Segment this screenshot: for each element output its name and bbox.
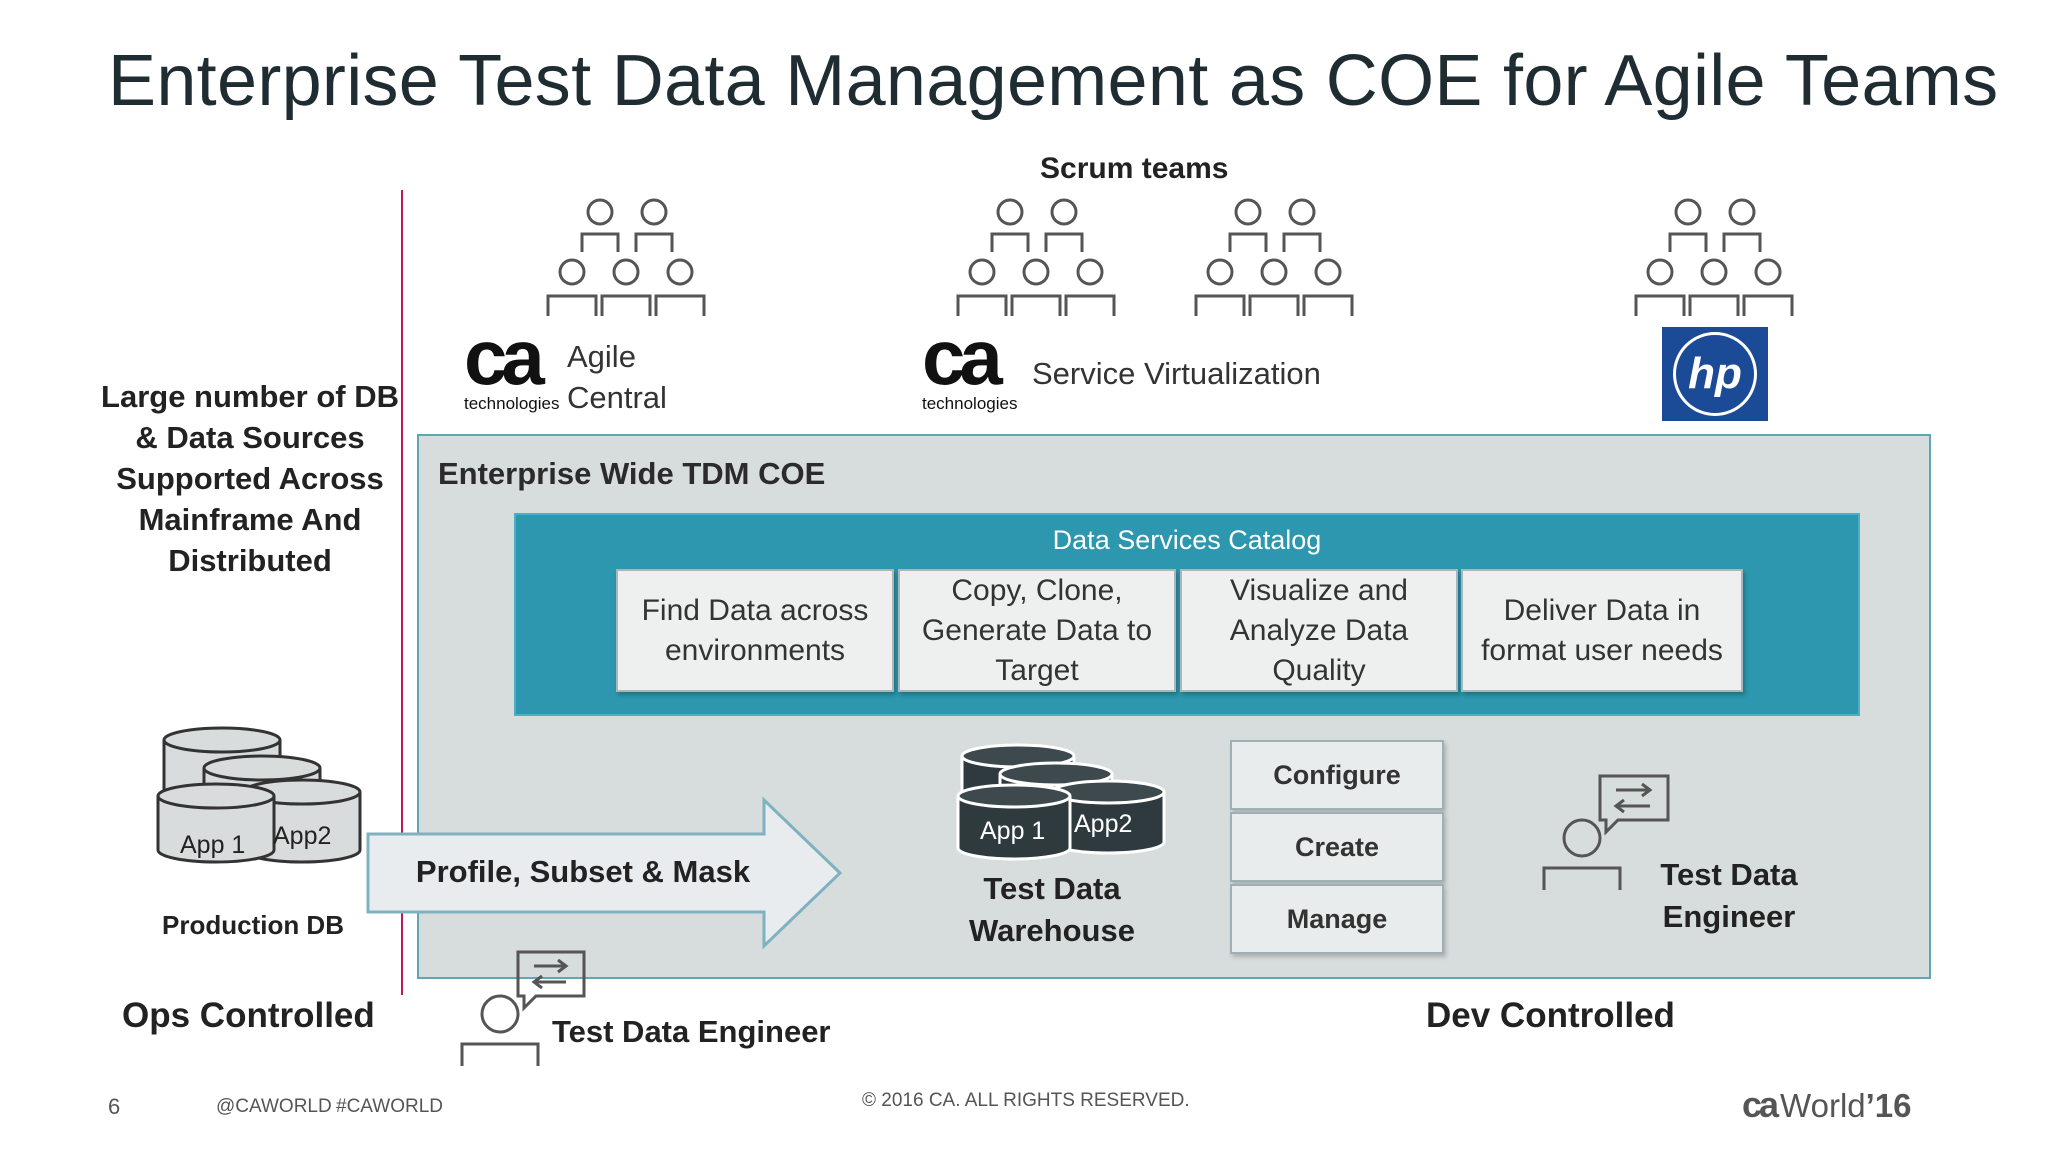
database-icon <box>956 743 1166 861</box>
engineer-icon <box>460 950 586 1066</box>
prod-db-app2: App2 <box>273 822 332 850</box>
ops-controlled-label: Ops Controlled <box>122 996 375 1035</box>
warehouse-label-line1: Test Data <box>983 871 1121 906</box>
engineer-right-line2: Engineer <box>1662 899 1796 934</box>
database-icon <box>156 726 362 864</box>
hp-logo: hp <box>1662 327 1768 421</box>
ca-logo-mark: ca <box>922 313 1003 401</box>
test-data-warehouse-label: Test Data Warehouse <box>932 868 1172 952</box>
slide-title: Enterprise Test Data Management as COE f… <box>108 41 1999 121</box>
footer-hashtag: #CAWORLD <box>336 1096 443 1117</box>
service-copy-clone: Copy, Clone, Generate Data to Target <box>898 569 1176 692</box>
ops-dev-divider <box>401 190 403 995</box>
warehouse-app2: App2 <box>1074 810 1133 838</box>
team-icon <box>1194 198 1354 316</box>
ca-logo-mark: ca <box>464 313 545 401</box>
caworld-ca: ca <box>1742 1084 1779 1125</box>
configure-box: Configure <box>1230 740 1444 810</box>
team-icon <box>956 198 1116 316</box>
coe-title: Enterprise Wide TDM COE <box>438 456 826 491</box>
ca-logo: ca technologies <box>922 313 1022 414</box>
service-deliver: Deliver Data in format user needs <box>1461 569 1743 692</box>
service-visualize: Visualize and Analyze Data Quality <box>1180 569 1458 692</box>
manage-box: Manage <box>1230 884 1444 954</box>
create-box: Create <box>1230 812 1444 882</box>
scrum-teams-label: Scrum teams <box>1040 152 1229 185</box>
footer-copyright: © 2016 CA. ALL RIGHTS RESERVED. <box>862 1090 1190 1111</box>
dev-controlled-label: Dev Controlled <box>1426 996 1675 1035</box>
agile-central-line2: Central <box>567 380 667 415</box>
caworld-year: ’16 <box>1865 1087 1912 1124</box>
data-sources-note: Large number of DB & Data Sources Suppor… <box>101 379 399 578</box>
test-data-engineer-right: Test Data Engineer <box>1620 854 1838 938</box>
engineer-right-line1: Test Data <box>1660 857 1798 892</box>
team-icon <box>1634 198 1794 316</box>
warehouse-label-line2: Warehouse <box>969 913 1135 948</box>
arrow-right-icon <box>366 796 843 950</box>
warehouse-app1: App 1 <box>980 817 1046 845</box>
production-db-label: Production DB <box>162 910 344 940</box>
agile-central-label: Agile Central <box>567 336 667 418</box>
caworld-world: World <box>1780 1087 1866 1124</box>
engineer-icon <box>1542 774 1670 890</box>
page-number: 6 <box>108 1094 121 1119</box>
footer-handle: @CAWORLD <box>216 1096 332 1117</box>
service-find-data: Find Data across environments <box>616 569 894 692</box>
catalog-title: Data Services Catalog <box>1052 525 1322 555</box>
prod-db-app1: App 1 <box>180 831 246 859</box>
profile-subset-mask-label: Profile, Subset & Mask <box>415 854 751 889</box>
ca-logo: ca technologies <box>464 313 564 414</box>
hp-logo-mark: hp <box>1673 332 1757 416</box>
ca-logo-sub: technologies <box>922 394 1018 413</box>
test-data-engineer-bottom: Test Data Engineer <box>552 1014 831 1049</box>
team-icon <box>546 198 706 316</box>
service-virtualization-label: Service Virtualization <box>1032 356 1321 391</box>
agile-central-line1: Agile <box>567 339 636 374</box>
ca-logo-sub: technologies <box>464 394 560 413</box>
